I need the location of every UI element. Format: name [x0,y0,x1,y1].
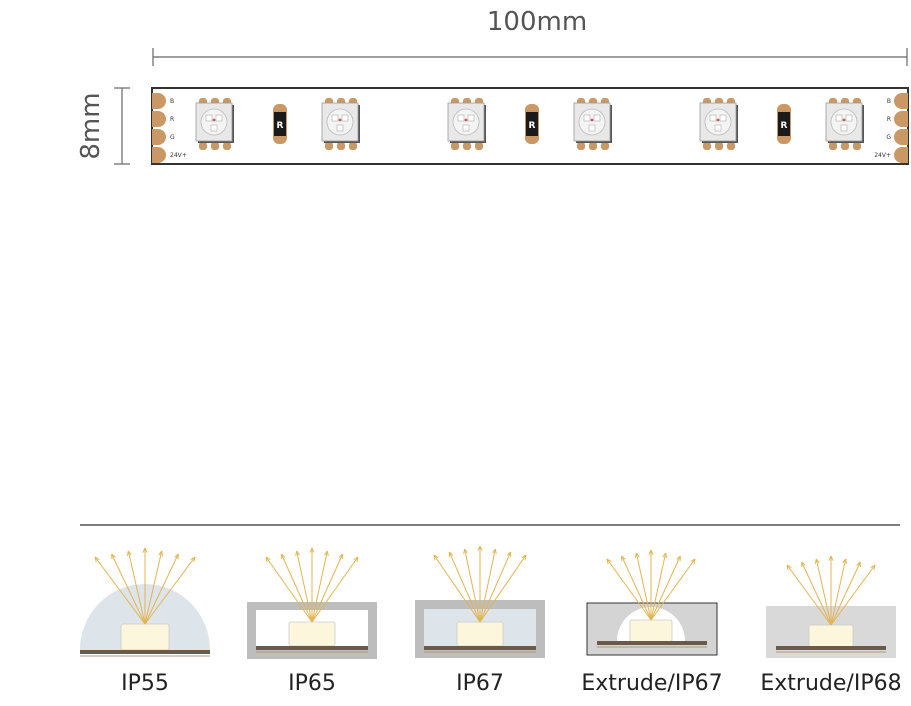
light-ray [311,556,359,623]
light-ray [296,550,313,623]
pads-left: B R G 24V+ [152,93,187,163]
light-ray [111,553,146,625]
light-ray [433,554,481,623]
led-chip [456,621,504,647]
light-ray [479,554,527,623]
light-ray [621,555,652,621]
ip-label: Extrude/IP67 [581,671,722,696]
pad-label: R [887,116,891,123]
rgb-led [321,98,360,150]
resistor-label: R [277,121,284,131]
rgb-led [447,98,486,150]
width-dimension: 8mm [76,87,130,165]
light-ray [635,552,652,621]
resistor-label: R [781,121,788,131]
pads-right: B R G 24V+ [874,93,908,163]
light-ray [650,558,696,621]
light-ray [311,550,328,623]
length-label: 100mm [487,7,587,37]
ip-cross-section-channel-open: IP65 [247,547,377,696]
solder-pad [894,147,908,163]
pad-label: 24V+ [170,152,187,159]
resistor: R [525,104,539,144]
light-ray [144,550,163,625]
pcb-base [776,646,886,650]
ip-cross-section-dome: IP55 [80,547,210,696]
length-dimension: 100mm [152,7,908,66]
light-ray [830,561,861,626]
ip-cross-section-channel-filled: IP67 [415,545,545,696]
light-ray [801,561,832,626]
led-strip: B R G 24V+ B R G 24V+ R R R [151,87,909,165]
light-ray [144,553,179,625]
pad-label: 24V+ [874,152,891,159]
pad-label: B [170,98,174,105]
light-ray [265,556,313,623]
solder-pad [152,93,166,109]
led-chip [629,619,673,643]
width-label: 8mm [76,92,106,159]
solder-pad [152,147,166,163]
solder-pad [894,93,908,109]
light-ray [650,552,667,621]
rgb-led [195,98,234,150]
ip-cross-section-extrude-solid: Extrude/IP68 [760,555,902,696]
light-ray [786,564,832,626]
aluminium-channel [247,602,377,659]
light-ray [280,553,313,623]
pad-label: G [886,134,891,141]
ip-rating-row: IP55 IP65 IP67 Extrude/IP67 Extrude/IP68 [80,545,902,696]
solder-pad [894,129,908,145]
pcb-base [256,646,368,650]
light-ray [127,550,146,625]
ip-cross-section-extrude-dome: Extrude/IP67 [581,549,723,696]
rgb-led [573,98,612,150]
solder-pad [152,111,166,127]
pad-label: R [170,116,174,123]
resistor-label: R [529,121,536,131]
solder-pad [894,111,908,127]
resistor: R [273,104,287,144]
led-chip [288,621,336,647]
pcb-base [80,650,210,654]
pad-label: G [170,134,175,141]
light-ray [464,548,481,623]
light-ray [606,558,652,621]
light-ray [144,556,196,625]
ip-label: IP65 [288,671,336,696]
ip-label: IP55 [121,671,169,696]
pcb-base [597,641,707,645]
rgb-led [825,98,864,150]
pcb-base [424,646,536,650]
light-ray [815,558,832,626]
light-ray [830,564,876,626]
light-ray [830,558,847,626]
light-ray [479,548,496,623]
ip-label: Extrude/IP68 [760,671,901,696]
pad-label: B [887,98,891,105]
light-ray [448,551,481,623]
resistor: R [777,104,791,144]
solder-pad [152,129,166,145]
led-chip [120,623,170,651]
light-ray [650,555,681,621]
rgb-led [699,98,738,150]
led-chip [808,624,854,648]
light-ray [311,553,344,623]
light-ray [94,556,146,625]
ip-label: IP67 [456,671,504,696]
light-ray [479,551,512,623]
